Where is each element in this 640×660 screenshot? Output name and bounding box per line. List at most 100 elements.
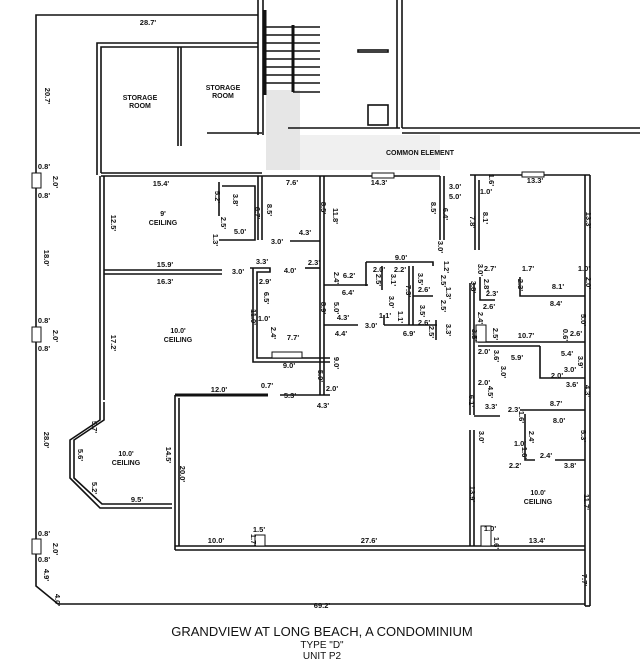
storage-room-label: STORAGE: [123, 95, 158, 102]
ceiling-label: CEILING: [112, 460, 141, 467]
dimension-label: 1.3': [211, 234, 220, 246]
dimension-label: 5.3': [579, 430, 588, 442]
dimension-label: 3.8': [231, 194, 240, 206]
dimension-label: 3.0': [499, 366, 508, 378]
dimension-label: 28.0': [42, 432, 51, 449]
dimension-label: 13.4': [529, 536, 546, 545]
dimension-label: 8.5': [265, 204, 274, 216]
dimension-label: 7.8': [468, 216, 477, 228]
dimension-label: 8.9': [319, 302, 328, 314]
dimension-label: 2.4': [332, 272, 341, 284]
dimension-label: 5.6': [76, 449, 85, 461]
dimension-label: 5.3': [284, 391, 296, 400]
dimension-label: 4.0': [53, 594, 62, 606]
dimension-label: 0.8': [38, 316, 50, 325]
dimension-label: 6.5': [262, 292, 271, 304]
dimension-label: 0.8': [38, 162, 50, 171]
dimension-label: 2.0': [51, 543, 60, 555]
ceiling-label: CEILING: [149, 220, 178, 227]
dimension-label: 18.0': [42, 250, 51, 267]
dimension-label: 27.6': [361, 536, 378, 545]
dimension-label: 2.0': [373, 265, 385, 274]
dimension-label: 1.7': [522, 264, 534, 273]
dimension-label: 5.7': [90, 421, 99, 433]
dimension-label: 3.5': [418, 305, 427, 317]
dimension-label: 3.0': [476, 264, 485, 276]
storage-room-label: STORAGE: [206, 85, 241, 92]
dimension-label: 3.0': [477, 431, 486, 443]
dimension-label: 14.5': [164, 447, 173, 464]
dimension-label: 8.4': [550, 299, 562, 308]
ceiling-label: 9': [160, 211, 166, 218]
dimension-label: 7.6': [286, 178, 298, 187]
dimension-label: 20.7': [43, 88, 52, 105]
dimension-label: 3.6': [492, 350, 501, 362]
dimension-label: 3.0': [365, 321, 377, 330]
dimension-label: 2.5': [439, 275, 448, 287]
dimension-label: 12.0': [211, 385, 228, 394]
dimension-label: 2.7': [484, 264, 496, 273]
dimension-label: 20.0': [178, 466, 187, 483]
dimension-label: 3.6': [566, 380, 578, 389]
dimension-label: 1.1': [379, 311, 391, 320]
dimension-label: 5.2': [213, 191, 222, 203]
dimension-label: 2.8': [482, 279, 491, 291]
dimension-label: 9.0': [283, 361, 295, 370]
dimension-label: 3.0': [564, 365, 576, 374]
dimension-label: 4.3': [583, 385, 592, 397]
dimension-label: 8.5': [319, 202, 328, 214]
dimension-label: 8.7': [550, 399, 562, 408]
dimension-label: 1.5': [253, 525, 265, 534]
dimension-label: 2.3': [486, 289, 498, 298]
dimension-label: 14.3': [371, 178, 388, 187]
dimension-label: 2.0': [478, 347, 490, 356]
title-line-1: GRANDVIEW AT LONG BEACH, A CONDOMINIUM: [171, 624, 472, 639]
dimension-labels: 28.7'20.7'0.8'2.0'0.8'18.0'0.8'2.0'0.8'2…: [38, 18, 593, 610]
ceiling-label: 10.0': [118, 451, 134, 458]
dimension-label: 2.0': [551, 371, 563, 380]
dimension-label: 2.3': [508, 405, 520, 414]
dimension-label: 13.3': [527, 176, 544, 185]
dimension-label: 2.4': [476, 312, 485, 324]
dimension-label: 8.5': [429, 202, 438, 214]
dimension-label: 2.3': [516, 279, 525, 291]
dimension-label: 3.0': [387, 296, 396, 308]
dimension-label: 2.6': [418, 318, 430, 327]
dimension-label: 2.0': [326, 384, 338, 393]
dimension-label: 1.2': [442, 261, 451, 273]
dimension-label: 11.8': [331, 208, 340, 224]
dimension-label: 69.2': [314, 601, 331, 610]
ceiling-label: 10.0': [170, 328, 186, 335]
dimension-label: 1.7': [249, 534, 258, 546]
dimension-label: 15.4': [153, 179, 170, 188]
dimension-label: 1.0': [514, 439, 526, 448]
dimension-label: 13.9': [468, 486, 477, 503]
dimension-label: 12.5': [109, 215, 118, 232]
dimension-label: 3.1': [389, 274, 398, 286]
ceiling-label: CEILING: [524, 499, 553, 506]
storage-room-label: ROOM: [129, 103, 151, 110]
dimension-label: 17.2': [109, 335, 118, 352]
dimension-label: 2.5': [491, 328, 500, 340]
building-outline: [31, 14, 591, 607]
common-element-label: COMMON ELEMENT: [386, 150, 455, 157]
dimension-label: 2.6': [418, 285, 430, 294]
dimension-label: 5.0': [449, 192, 461, 201]
dimension-label: 1.0': [480, 187, 492, 196]
dimension-label: 0.8': [38, 191, 50, 200]
dimension-label: 3.0': [232, 267, 244, 276]
dimension-label: 0.6': [561, 329, 570, 341]
dimension-label: 2.6': [483, 302, 495, 311]
dimension-label: 7.7': [580, 574, 589, 586]
unit-walls: [69, 171, 590, 551]
dimension-label: 16.3': [157, 277, 174, 286]
dimension-label: 3.3': [444, 324, 453, 336]
dimension-label: 2.5': [374, 274, 383, 286]
dimension-label: 2.0': [51, 176, 60, 188]
storage-rooms: [96, 42, 262, 175]
dimension-label: 6.4': [342, 288, 354, 297]
dimension-label: 6.2': [343, 271, 355, 280]
plan-title: GRANDVIEW AT LONG BEACH, A CONDOMINIUM T…: [171, 624, 472, 660]
